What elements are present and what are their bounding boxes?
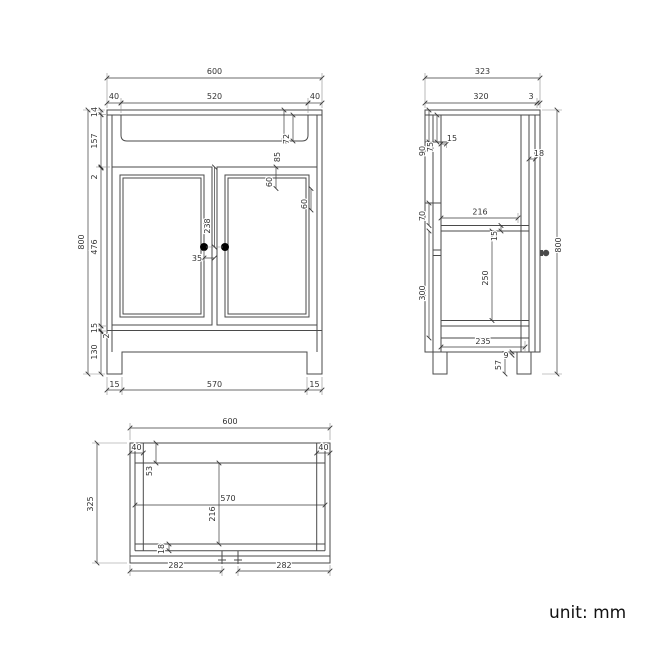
dim-plan-knob-span-right: 282: [276, 561, 291, 570]
dim-side-top-depth-b: 90: [418, 146, 427, 156]
sink-apron: [120, 115, 309, 142]
dim-front-margin-left: 40: [109, 92, 119, 101]
dim-side-overall-depth: 323: [475, 67, 490, 76]
plan-view: 600 40 40 325 53 570 216 18 282 282: [85, 416, 333, 576]
dim-front-overall-height: 800: [77, 234, 86, 249]
dim-plan-knob-span-left: 282: [168, 561, 183, 570]
door-right: [216, 166, 318, 326]
dim-front-stack-7: 130: [90, 344, 99, 359]
cabinet-outline: [106, 109, 323, 375]
dim-front-stack-4: 476: [90, 239, 99, 254]
dim-side-leg-height: 57: [494, 360, 503, 370]
plan-view-extension-lines: [92, 423, 331, 576]
front-view-labels: 600 40 520 40 800 14 157 2 476 15 2 130 …: [76, 66, 321, 390]
plan-outline: [129, 442, 331, 564]
side-view-extension-lines: [424, 73, 562, 375]
dim-front-stack-1: 14: [90, 107, 99, 117]
dim-front-handle-drop: 238: [203, 218, 212, 233]
dim-front-stack-5: 15: [90, 323, 99, 333]
dim-front-stack-6: 2: [102, 333, 111, 338]
side-leg-back: [516, 351, 532, 375]
dim-front-door-rail-a: 60: [265, 177, 274, 187]
dim-side-back-gap: 18: [534, 149, 544, 158]
unit-label: unit: mm: [549, 603, 627, 623]
dim-front-sink-depth-a: 72: [282, 134, 291, 144]
dim-plan-inner-depth: 216: [208, 506, 217, 521]
side-knob: [542, 249, 550, 257]
dim-front-overall-width: 600: [207, 67, 222, 76]
dim-side-shelf-thickness: 15: [490, 231, 499, 241]
dim-front-sink-depth-b: 85: [273, 152, 282, 162]
dim-side-shelf-spacing: 250: [481, 270, 490, 285]
dim-front-door-rail-b: 60: [300, 199, 309, 209]
dim-front-sink-width: 520: [207, 92, 222, 101]
dim-plan-back-band: 53: [145, 466, 154, 476]
front-view: 600 40 520 40 800 14 157 2 476 15 2 130 …: [76, 66, 325, 395]
dim-front-handle-offset: 35: [192, 254, 202, 263]
dim-plan-margin-left: 40: [131, 443, 141, 452]
dim-front-bottom-right: 15: [309, 380, 319, 389]
door-left: [111, 166, 213, 326]
dim-plan-overall-depth: 325: [86, 496, 95, 511]
knob-right: [221, 243, 229, 251]
dim-side-base-depth: 235: [475, 337, 490, 346]
plan-view-dimension-lines: [94, 425, 333, 574]
side-knob-stem: [540, 250, 543, 256]
dim-side-top-depth-a: 75: [426, 142, 435, 152]
dim-side-depth-back: 3: [528, 92, 533, 101]
dim-side-leg-offset: 9: [503, 351, 508, 360]
side-leg-front: [432, 351, 448, 375]
side-view-dimension-lines: [422, 75, 560, 377]
dim-side-overall-height: 800: [554, 237, 563, 252]
plan-view-labels: 600 40 40 325 53 570 216 18 282 282: [85, 416, 330, 571]
dim-plan-overall-width: 600: [222, 417, 237, 426]
dim-plan-clear-width: 570: [220, 494, 235, 503]
dim-side-clear-depth: 216: [472, 208, 487, 217]
dim-side-depth-main: 320: [473, 92, 488, 101]
dim-front-stack-2: 157: [90, 133, 99, 148]
dim-plan-margin-right: 40: [318, 443, 328, 452]
dim-side-span: 300: [418, 285, 427, 300]
dim-side-top-width: 15: [447, 134, 457, 143]
side-view-labels: 323 320 3 800 18 15 75 90 70 216 15 250 …: [417, 66, 564, 371]
knob-left: [200, 243, 208, 251]
dim-front-bottom-left: 15: [109, 380, 119, 389]
dim-front-bottom-middle: 570: [207, 380, 222, 389]
front-view-dimension-lines: [85, 75, 325, 393]
dim-side-rail: 70: [418, 211, 427, 221]
side-view: 323 320 3 800 18 15 75 90 70 216 15 250 …: [417, 66, 564, 377]
side-view-geometry: [424, 109, 550, 375]
dim-front-margin-right: 40: [310, 92, 320, 101]
side-body-outline: [424, 109, 541, 353]
dim-plan-front-rail: 18: [157, 544, 166, 554]
dim-front-stack-3: 2: [90, 174, 99, 179]
